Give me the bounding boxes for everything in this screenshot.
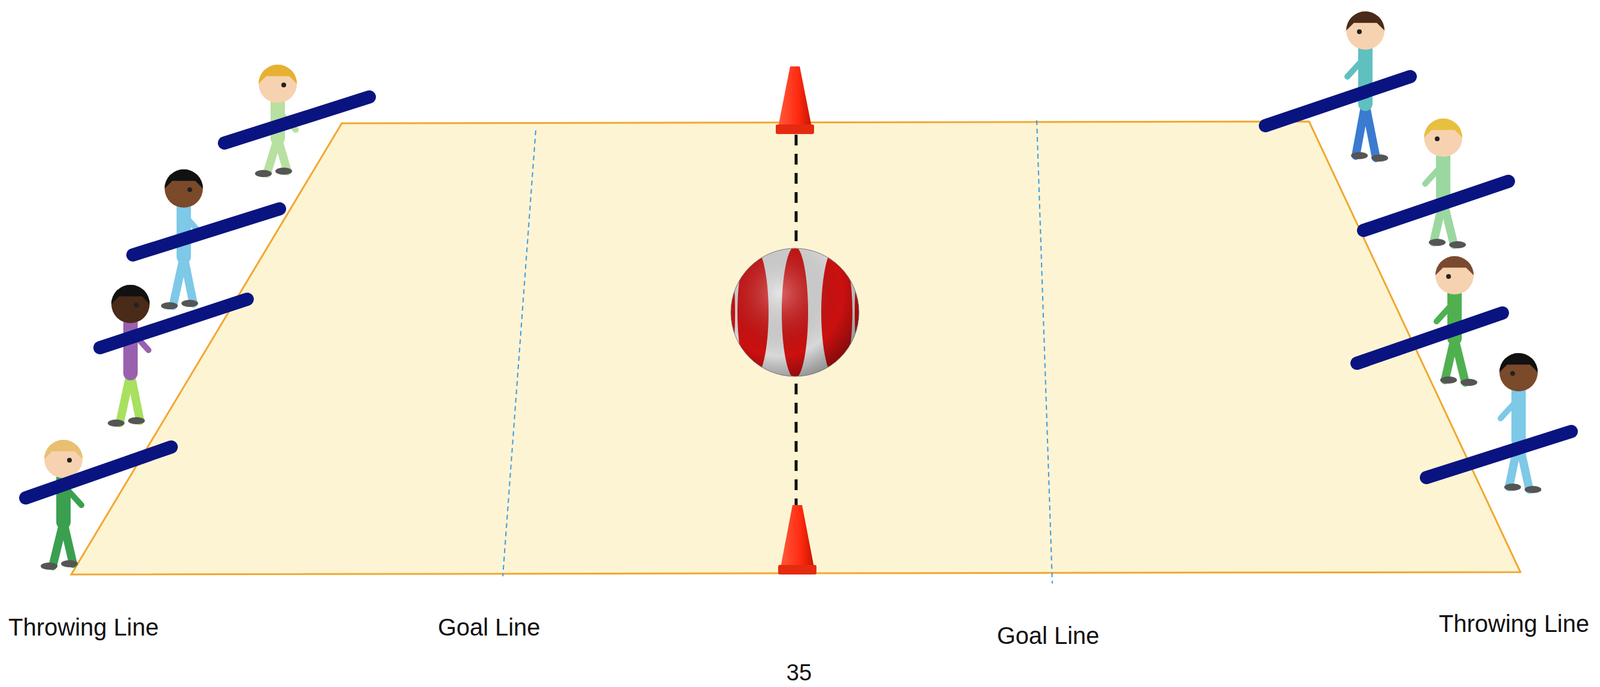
goal-line-label: Goal Line [996,622,1099,649]
cone [778,505,817,575]
pool-noodle [1265,76,1411,126]
page-number: 35 [786,660,812,686]
playing-field [71,121,1521,575]
ball [718,245,872,380]
goal-line [1036,120,1053,584]
player-figure [224,64,370,178]
throwing-line-label: Throwing Line [8,614,159,641]
player-figure [99,284,248,427]
player-figure [25,439,172,570]
pool-noodle [99,299,248,348]
player-figure [1426,353,1572,494]
pool-noodle [224,96,370,144]
pool-noodle [25,447,172,499]
player-figure [1356,256,1503,387]
goal-line [502,130,536,577]
pool-noodle [1363,181,1509,231]
player-figure [1265,11,1411,162]
player-figure [132,169,280,310]
player-figure [1363,118,1509,249]
pool-noodle [1356,313,1503,364]
pool-noodle [1426,431,1572,478]
goal-line-label: Goal Line [437,614,540,641]
cone [775,66,815,135]
pool-noodle [132,208,280,255]
throwing-line-label: Throwing Line [1438,610,1590,637]
